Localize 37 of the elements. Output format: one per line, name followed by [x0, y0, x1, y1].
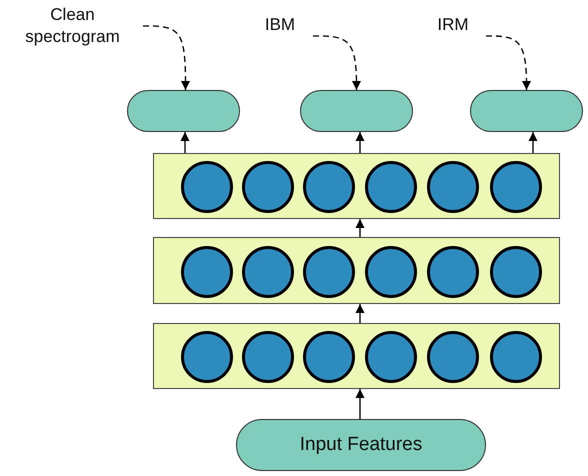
- arrow: [356, 219, 364, 237]
- arrow: [313, 35, 361, 90]
- layer-box: [153, 323, 560, 389]
- neuron-circle: [365, 246, 417, 298]
- neuron-circle: [365, 161, 417, 213]
- neuron-circle: [242, 161, 294, 213]
- neuron-circle: [303, 331, 355, 383]
- arrow: [356, 389, 364, 419]
- layer-box: [153, 237, 560, 304]
- layer-box: [153, 153, 560, 219]
- neuron-circle: [490, 161, 542, 213]
- input-box: Input Features: [236, 419, 486, 471]
- output-box: [300, 90, 413, 132]
- neuron-circle: [181, 246, 233, 298]
- neuron-circle: [181, 161, 233, 213]
- output-label: Clean spectrogram: [24, 4, 121, 48]
- neuron-circle: [490, 246, 542, 298]
- output-label: IBM: [264, 14, 296, 36]
- neuron-circle: [427, 246, 479, 298]
- output-box: [470, 90, 583, 132]
- neuron-circle: [427, 161, 479, 213]
- neuron-circle: [365, 331, 417, 383]
- neuron-circle: [303, 161, 355, 213]
- arrow: [486, 35, 531, 90]
- neuron-circle: [303, 246, 355, 298]
- arrow: [143, 25, 190, 90]
- neuron-circle: [242, 246, 294, 298]
- neuron-circle: [490, 331, 542, 383]
- arrow: [180, 132, 190, 153]
- neuron-circle: [181, 331, 233, 383]
- arrow: [356, 132, 364, 153]
- neuron-circle: [242, 331, 294, 383]
- neuron-circle: [427, 331, 479, 383]
- arrow: [528, 132, 538, 153]
- output-box: [127, 90, 240, 132]
- arrow: [356, 304, 364, 323]
- output-label: IRM: [437, 14, 469, 36]
